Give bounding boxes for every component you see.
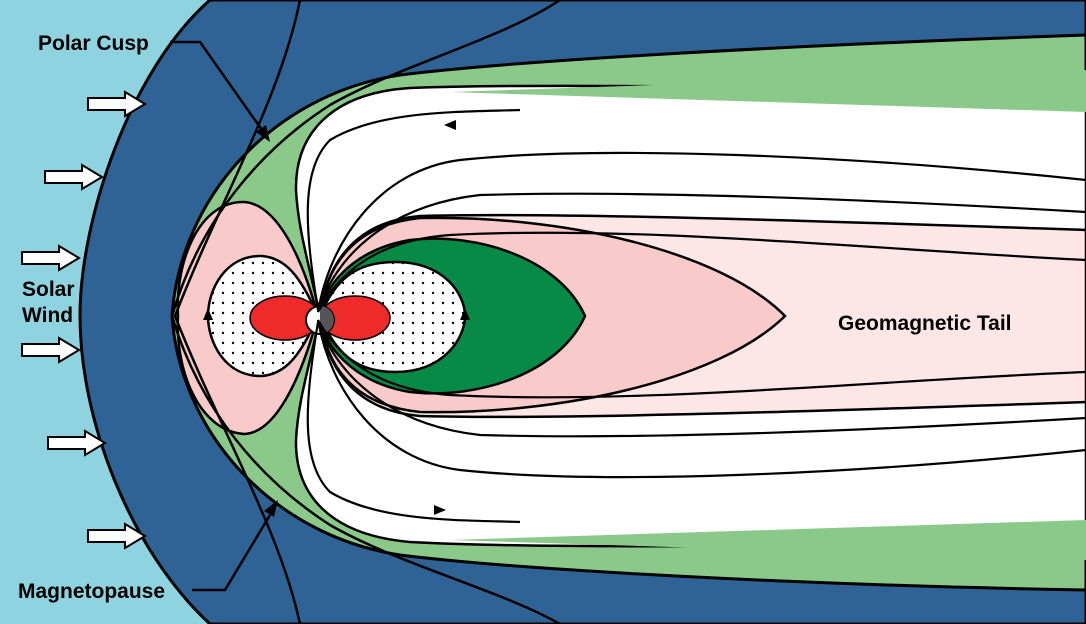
solar-wind-arrow-5 xyxy=(47,429,107,457)
plasmasphere-nightside-dots xyxy=(320,262,465,372)
tail-band-upper xyxy=(450,70,1086,112)
solar-wind-arrow-6 xyxy=(87,522,147,550)
magnetopause-arrowhead xyxy=(264,500,278,517)
polar-cusp-arrowhead xyxy=(256,125,270,142)
earth-night-side xyxy=(320,306,334,334)
polar-cusp-leader xyxy=(170,40,264,131)
solar-wind-arrow-2 xyxy=(44,163,104,191)
field-arrow-lower xyxy=(434,505,446,515)
field-arrow-dayside xyxy=(203,308,213,320)
magnetopause-label: Magnetopause xyxy=(18,580,165,603)
field-arrow-nightside xyxy=(460,308,470,320)
solar-wind-label-line2: Wind xyxy=(22,304,73,327)
tail-band-lower xyxy=(450,520,1086,560)
geomagnetic-tail-label: Geomagnetic Tail xyxy=(838,312,1012,335)
solar-wind-label-line1: Solar xyxy=(22,278,75,301)
cusp-lines xyxy=(170,0,561,624)
solar-wind-arrow-4 xyxy=(21,336,81,364)
label-leaders xyxy=(170,40,272,592)
magnetopause-leader xyxy=(192,514,272,592)
solar-wind-arrow-1 xyxy=(87,90,147,118)
solar-wind-arrow-3 xyxy=(21,244,81,272)
field-arrow-upper xyxy=(444,120,456,130)
solar-wind-arrows xyxy=(21,90,147,550)
polar-cusp-label: Polar Cusp xyxy=(38,32,149,55)
field-lines xyxy=(306,108,1086,524)
